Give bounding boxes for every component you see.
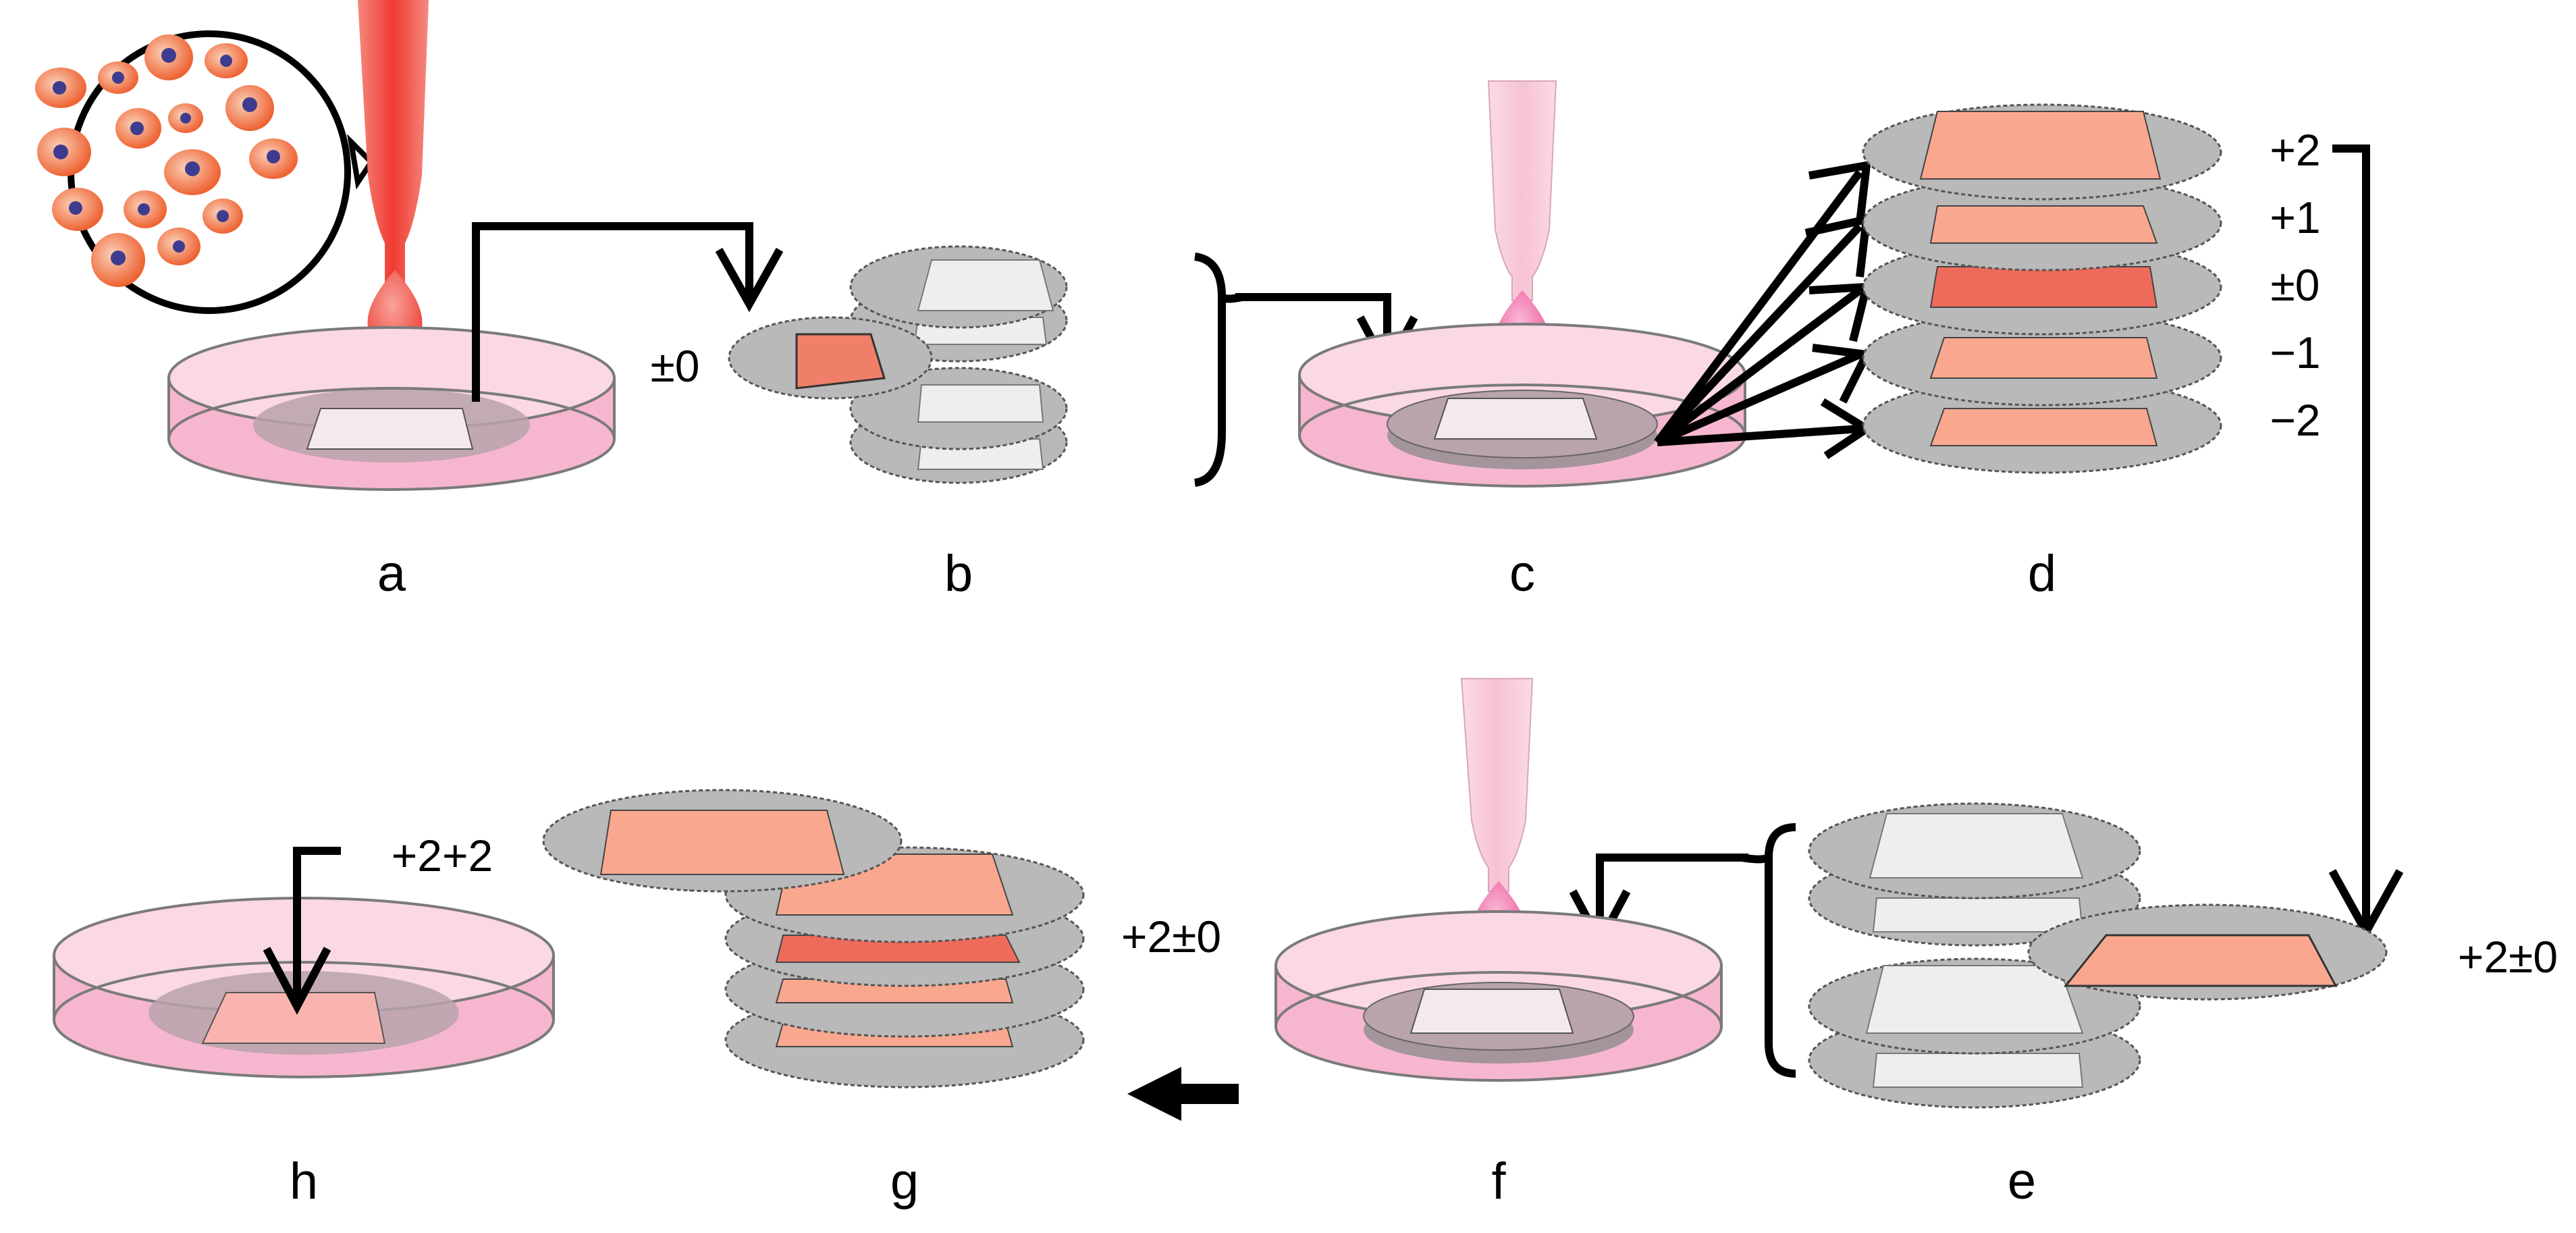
level-label-h: +2+2 bbox=[392, 831, 493, 881]
dish-f bbox=[1274, 910, 1723, 1082]
pipette-red bbox=[358, 0, 429, 358]
level-label-g: +2±0 bbox=[1121, 912, 1221, 962]
panel-d: +2 +1 ±0 −1 −2 d bbox=[1862, 103, 2404, 941]
panel-label-c: c bbox=[1509, 545, 1535, 602]
svg-text:+2: +2 bbox=[2270, 125, 2320, 175]
cells bbox=[35, 34, 298, 287]
dish-a bbox=[167, 326, 616, 491]
level-label-b: ±0 bbox=[651, 341, 700, 391]
arrow-a-to-b bbox=[472, 222, 753, 402]
panel-label-g: g bbox=[890, 1153, 919, 1210]
cell-bubble bbox=[35, 30, 375, 314]
panel-c: c bbox=[1298, 80, 1875, 602]
panel-label-b: b bbox=[944, 545, 973, 602]
panel-label-e: e bbox=[2008, 1153, 2036, 1210]
brace-e bbox=[1741, 823, 1796, 1078]
arrowhead-into-h bbox=[263, 947, 331, 1015]
panel-b: ±0 b bbox=[651, 245, 1418, 602]
arrowhead-a-to-b bbox=[715, 248, 784, 313]
panel-label-d: d bbox=[2028, 545, 2056, 602]
svg-text:±0: ±0 bbox=[2271, 260, 2320, 310]
panel-label-f: f bbox=[1491, 1153, 1506, 1210]
dish-c bbox=[1298, 323, 1746, 488]
panel-a: a bbox=[35, 0, 784, 602]
panel-e: +2±0 e bbox=[1569, 802, 2558, 1210]
brace-b bbox=[1193, 253, 1243, 487]
arrow-e-to-f bbox=[1596, 854, 1748, 935]
panel-f: f bbox=[1274, 678, 1723, 1210]
disk-stack-b bbox=[728, 245, 1068, 484]
panel-g: +2±0 g bbox=[542, 789, 1221, 1210]
arrow-d-to-e bbox=[2332, 145, 2370, 925]
arrow-into-h bbox=[293, 847, 341, 1003]
panel-label-a: a bbox=[377, 545, 406, 602]
level-labels-d: +2 +1 ±0 −1 −2 bbox=[2270, 125, 2320, 445]
disk-stack-g bbox=[542, 789, 1085, 1088]
arrows-c-to-d bbox=[1654, 160, 1875, 459]
panel-h: +2+2 h bbox=[53, 831, 555, 1210]
svg-text:−1: −1 bbox=[2270, 327, 2320, 377]
disk-stack-e bbox=[1808, 802, 2388, 1109]
svg-text:+1: +1 bbox=[2270, 192, 2320, 242]
svg-text:−2: −2 bbox=[2270, 395, 2320, 445]
disk-stack-d bbox=[1862, 103, 2222, 474]
panel-label-h: h bbox=[290, 1153, 318, 1210]
level-label-e: +2±0 bbox=[2458, 932, 2558, 982]
arrow-f-to-g bbox=[1127, 1067, 1239, 1121]
